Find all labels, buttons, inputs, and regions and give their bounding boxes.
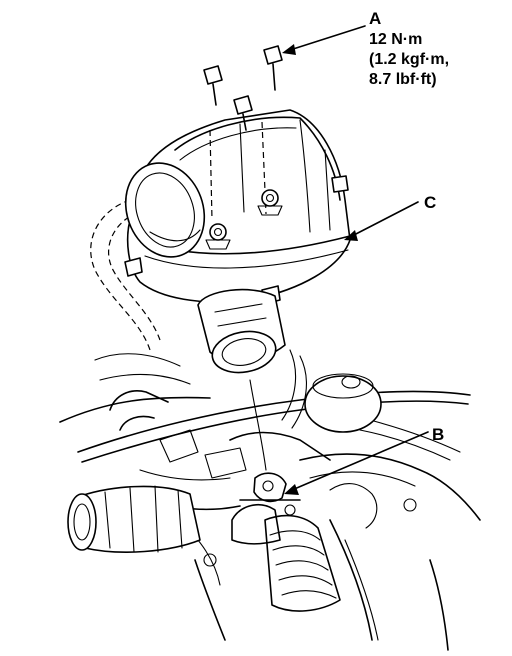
leader-a xyxy=(282,25,366,55)
reservoir-cap xyxy=(304,373,382,433)
callout-a-torque-kgfm: (1.2 kgf·m, xyxy=(369,51,449,68)
callout-c-letter: C xyxy=(424,193,436,212)
outlet-duct xyxy=(197,288,286,374)
part-b-grommet xyxy=(239,472,301,503)
leader-b xyxy=(284,431,429,495)
bolt-a-center xyxy=(233,95,253,131)
callout-a-letter: A xyxy=(369,9,381,28)
bolt-a-left xyxy=(203,65,223,106)
callout-a-torque-nm: 12 N·m xyxy=(369,31,422,48)
intake-duct-lower xyxy=(67,485,201,553)
corrugated-hose xyxy=(231,504,341,612)
callout-b-letter: B xyxy=(432,425,444,444)
air-cleaner-housing xyxy=(124,109,351,305)
dashed-hose-outline-inner xyxy=(107,211,161,341)
callout-a-torque-lbfft: 8.7 lbf·ft) xyxy=(369,71,437,88)
bolt-a-right xyxy=(263,45,283,91)
leader-c xyxy=(344,201,419,241)
